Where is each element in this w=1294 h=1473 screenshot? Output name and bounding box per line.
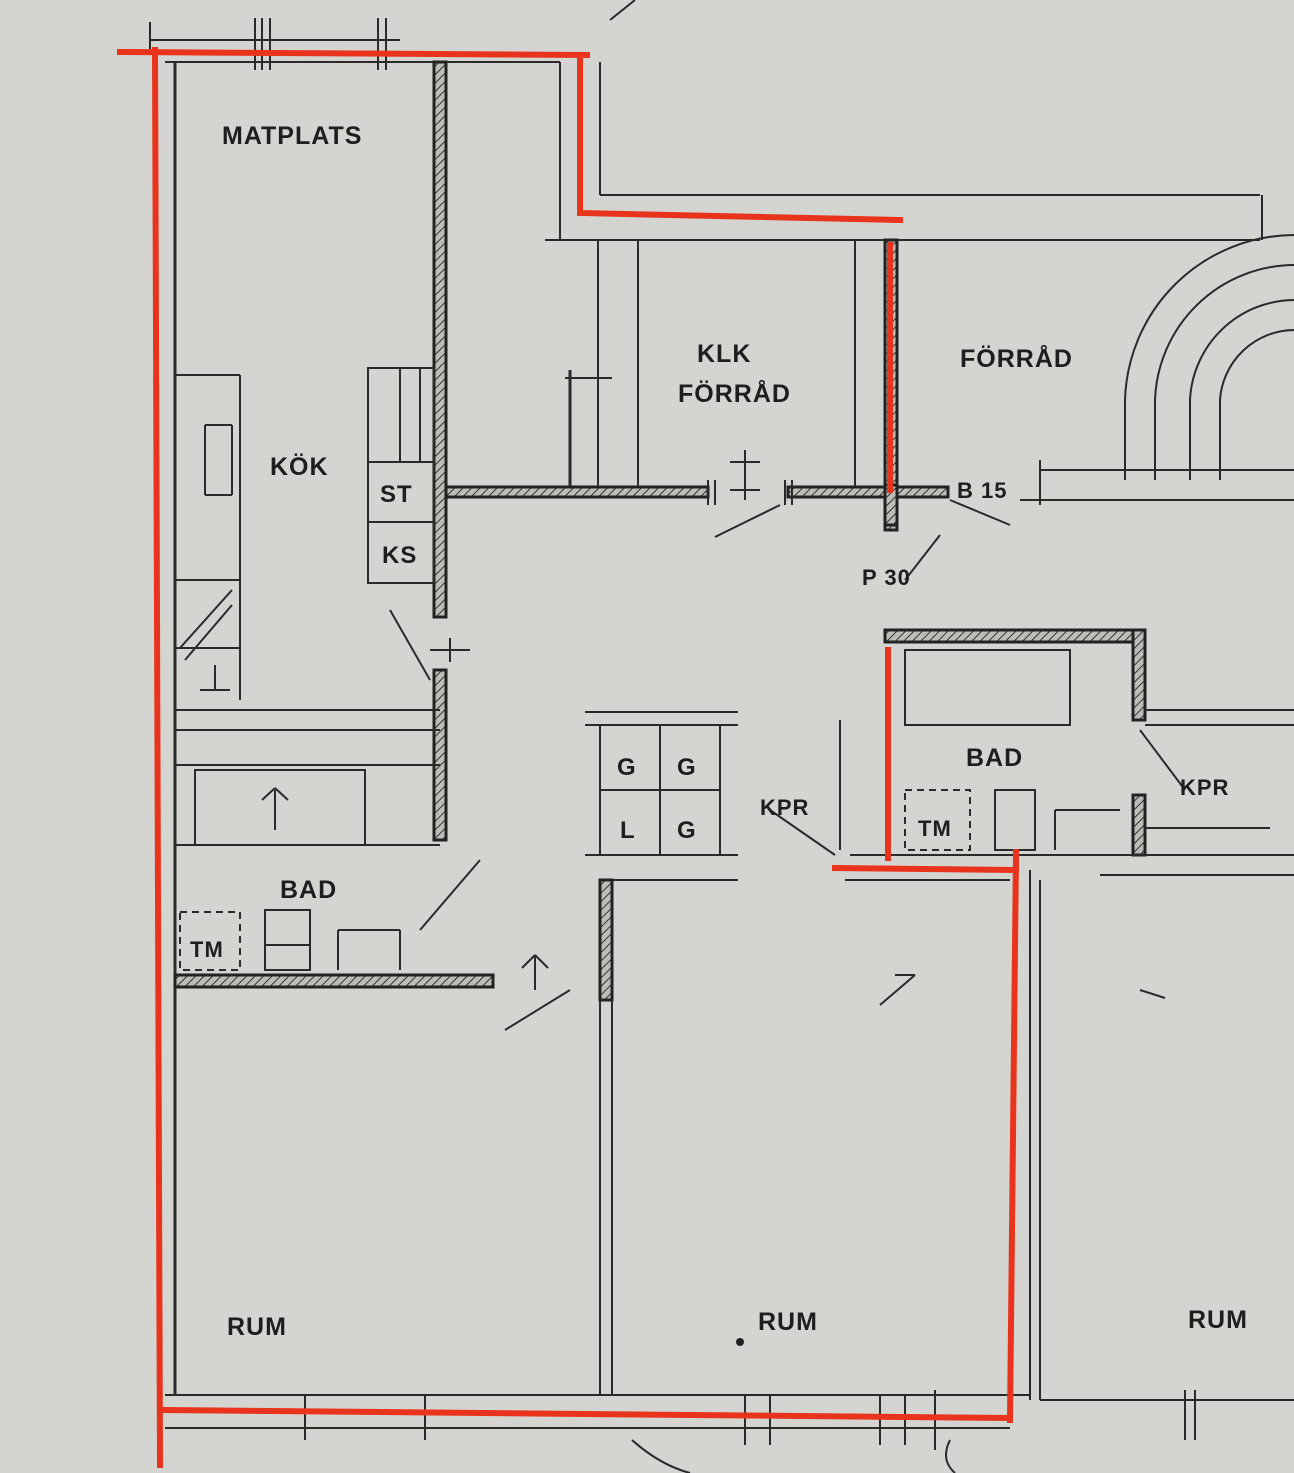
klk-label: KLK — [697, 340, 751, 368]
fixture-g1-label: G — [617, 754, 637, 781]
rum-right-label: RUM — [1188, 1306, 1248, 1334]
center-dot — [736, 1338, 744, 1346]
room-labels: MATPLATS KÖK ST KS KLK FÖRRÅD FÖRRÅD B 1… — [190, 122, 1248, 1341]
rum-middle-label: RUM — [758, 1308, 818, 1336]
bad-right-label: BAD — [966, 744, 1023, 772]
b15-label: B 15 — [957, 478, 1007, 503]
matplats-label: MATPLATS — [222, 122, 362, 150]
balcony-arch — [1020, 234, 1294, 505]
left-bathroom — [173, 764, 495, 989]
fixture-g2-label: G — [677, 754, 697, 781]
rum-left-label: RUM — [227, 1313, 287, 1341]
fixture-labels: G G L G — [617, 754, 697, 844]
right-bathroom — [769, 628, 1294, 857]
linework — [149, 0, 1294, 1473]
st-label: ST — [380, 481, 413, 508]
klk-forrad-label: FÖRRÅD — [678, 379, 791, 408]
bottom-window-marks — [304, 1390, 1196, 1473]
forrad-label: FÖRRÅD — [960, 344, 1073, 373]
tm-left-label: TM — [190, 937, 224, 962]
fixture-l-label: L — [620, 817, 636, 844]
kpr-right-label: KPR — [1180, 775, 1229, 800]
apartment-outline — [116, 46, 1020, 1469]
fixture-grid — [504, 711, 738, 1395]
top-window-marks — [149, 0, 636, 70]
kpr-left-label: KPR — [760, 795, 809, 820]
kitchen-counters — [175, 367, 470, 731]
p30-label: P 30 — [862, 565, 911, 590]
tm-right-label: TM — [918, 816, 952, 841]
kok-label: KÖK — [270, 452, 329, 481]
fixture-g3-label: G — [677, 817, 697, 844]
bad-left-label: BAD — [280, 876, 337, 904]
ks-label: KS — [382, 542, 417, 569]
